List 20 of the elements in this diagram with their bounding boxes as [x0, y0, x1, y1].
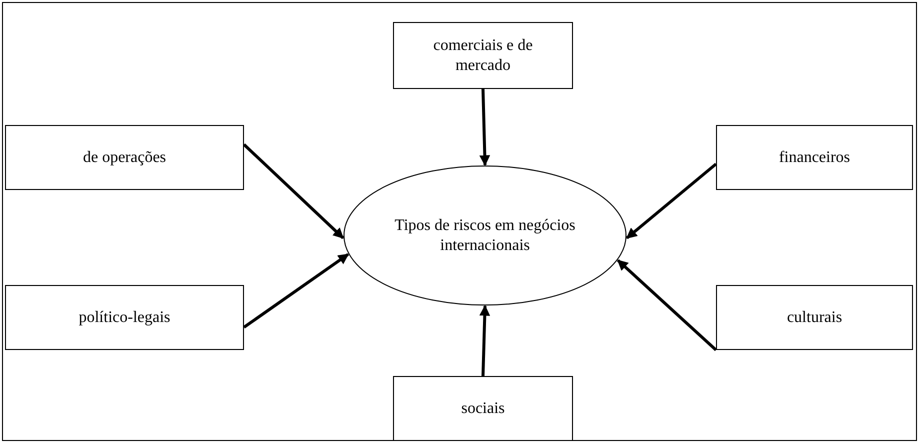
node-label: financeiros: [778, 148, 850, 168]
arrow: [243, 253, 350, 328]
node-label: culturais: [786, 308, 842, 328]
arrow: [479, 88, 490, 166]
node-label: sociais: [461, 398, 505, 418]
text-box: [393, 376, 573, 441]
text-box: [716, 125, 913, 190]
arrow: [626, 162, 717, 240]
text-box: [5, 125, 244, 190]
text-box: [393, 22, 573, 89]
arrow: [479, 304, 490, 376]
node-label: Tipos de riscos em negócios internacionais: [394, 216, 576, 256]
ellipse-node: [343, 165, 627, 306]
arrow: [616, 259, 718, 352]
arrow: [242, 143, 344, 240]
text-box: [5, 285, 244, 350]
node-label: de operações: [82, 148, 166, 168]
node-label: comerciais e de mercado: [432, 36, 534, 76]
text-box: [716, 285, 913, 350]
node-label: político-legais: [78, 308, 170, 328]
